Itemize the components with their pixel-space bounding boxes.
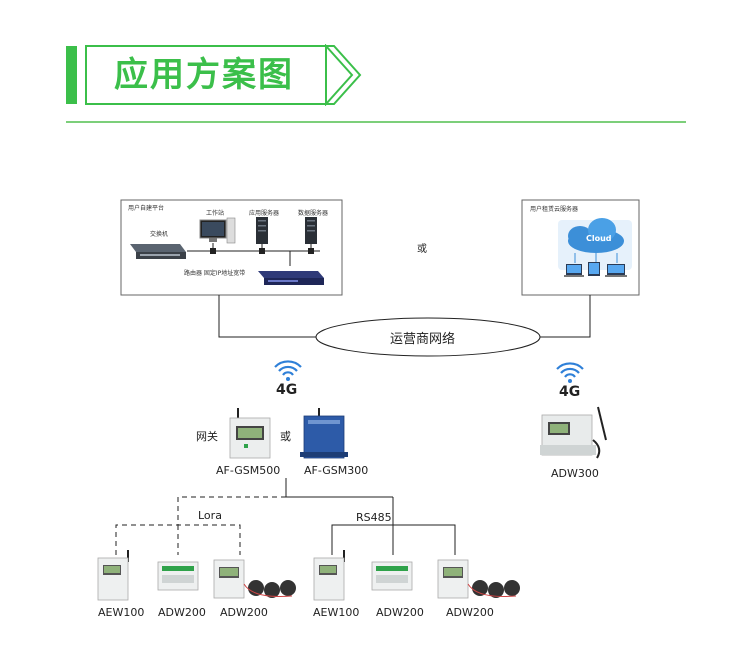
- carrier-network-ellipse: [315, 317, 541, 357]
- signal-4g-left: 4G: [276, 382, 298, 398]
- lora-label: Lora: [198, 509, 222, 522]
- cloud-icon: [558, 218, 632, 277]
- self-platform-label: 用户自建平台: [128, 205, 165, 212]
- device-right-3: ADW200: [446, 606, 494, 619]
- cloud-text: Cloud: [586, 234, 612, 243]
- header-divider: [66, 121, 686, 123]
- switch-label: 交换机: [150, 231, 169, 238]
- adw200-right-2-icon: [437, 559, 520, 599]
- switch-icon: [130, 244, 186, 259]
- workstation-icon: [199, 217, 236, 244]
- gw2-model: AF-GSM300: [304, 464, 369, 477]
- rs485-label: RS485: [356, 511, 392, 524]
- workstation-label: 工作站: [206, 210, 225, 217]
- adw300-model: ADW300: [551, 467, 599, 480]
- device-left-2: ADW200: [158, 606, 206, 619]
- aew100-right-icon: [313, 550, 345, 601]
- db-server-icon: [305, 217, 317, 244]
- title-arrow-frame: [85, 44, 362, 106]
- wifi-icon-right: [556, 362, 584, 383]
- wifi-icon-left: [274, 360, 302, 381]
- page-title: 应用方案图: [114, 55, 294, 95]
- cloud-platform-label: 用户租赁云服务器: [530, 206, 579, 213]
- adw200-left-1-icon: [157, 561, 199, 591]
- app-server-label: 应用服务器: [249, 210, 280, 217]
- adw200-right-1-icon: [371, 561, 413, 591]
- carrier-network-label: 运营商网络: [390, 332, 456, 347]
- or-label-gateway: 或: [280, 430, 291, 443]
- device-left-1: AEW100: [98, 606, 145, 619]
- gw1-model: AF-GSM500: [216, 464, 281, 477]
- signal-4g-right: 4G: [559, 384, 581, 400]
- device-right-1: AEW100: [313, 606, 360, 619]
- gateway-label: 网关: [196, 430, 218, 443]
- router-icon: [258, 271, 324, 285]
- or-label-top: 或: [417, 244, 427, 255]
- router-label: 路由器 固定IP地址宽带: [184, 270, 246, 277]
- db-server-label: 数据服务器: [298, 210, 329, 217]
- adw300-icon: [540, 406, 607, 459]
- device-left-3: ADW200: [220, 606, 268, 619]
- app-server-icon: [256, 217, 268, 244]
- header-banner: 应用方案图: [0, 0, 750, 125]
- accent-bar: [66, 46, 77, 104]
- gateway-gsm500-icon: [229, 408, 271, 459]
- adw200-left-2-icon: [213, 559, 296, 599]
- device-right-2: ADW200: [376, 606, 424, 619]
- gateway-gsm300-icon: [300, 408, 348, 459]
- aew100-left-icon: [97, 550, 129, 601]
